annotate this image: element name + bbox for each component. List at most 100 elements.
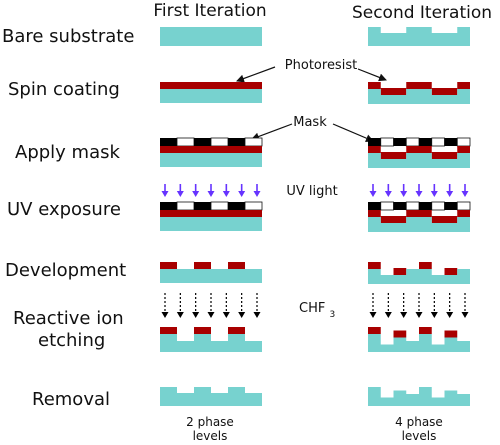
first-etch-arrow-head — [192, 312, 200, 318]
step-label-etching: etching — [38, 330, 105, 351]
first-uv-mask-segment — [160, 202, 177, 210]
first-uv-arrow-head — [176, 191, 184, 197]
first-removal-substrate — [160, 387, 262, 406]
second-uv-mask-segment — [456, 201, 471, 211]
second-etch-arrow-head — [430, 312, 438, 318]
first-uv-arrow-head — [207, 191, 215, 197]
second-spin-photoresist — [419, 82, 432, 89]
second-mask-photoresist — [406, 146, 419, 153]
second-uv-arrow-head — [400, 191, 408, 197]
first-mask-segment — [160, 138, 177, 146]
first-uv-photoresist — [160, 210, 262, 217]
second-uv-mask-segment — [368, 202, 381, 210]
mask-pointer-right — [332, 123, 374, 142]
first-mask-segment — [210, 137, 229, 147]
second-removal-substrate — [368, 387, 470, 406]
column-header-first-iteration: First Iteration — [153, 1, 266, 21]
second-dev-photoresist — [368, 262, 381, 269]
second-uv-photoresist — [393, 216, 407, 223]
second-uv-arrow-head — [415, 191, 423, 197]
first-dev-photoresist — [160, 262, 177, 269]
photoresist-pointer-left — [236, 66, 276, 83]
first-uv-mask-segment — [194, 202, 211, 210]
first-dev-substrate — [160, 269, 262, 283]
second-spin-photoresist — [406, 82, 419, 89]
first-uv-substrate — [160, 217, 262, 231]
first-uv-mask-segment — [244, 201, 263, 211]
second-etch-substrate — [368, 334, 470, 352]
first-spin-photoresist — [160, 82, 262, 89]
second-uv-mask-segment — [405, 201, 420, 211]
second-mask-photoresist — [431, 152, 445, 159]
annotation-photoresist: Photoresist — [285, 58, 357, 73]
second-mask-segment — [456, 137, 471, 147]
first-mask-segment — [244, 137, 263, 147]
step-label-reactive-ion: Reactive ion — [13, 308, 124, 329]
step-label-development: Development — [5, 260, 126, 281]
second-uv-photoresist — [431, 216, 445, 223]
first-etch-photoresist — [228, 327, 245, 334]
second-etch-arrow-head — [446, 312, 454, 318]
first-mask-segment — [228, 138, 245, 146]
first-uv-mask-segment — [228, 202, 245, 210]
second-etch-photoresist — [419, 327, 432, 334]
first-mask-segment — [176, 137, 195, 147]
second-uv-mask-segment — [431, 201, 445, 211]
second-bare-substrate — [368, 27, 470, 46]
footer-second-line1: 4 phase — [395, 415, 443, 429]
first-etch-arrow-head — [253, 312, 261, 318]
second-spin-photoresist — [368, 82, 381, 89]
second-mask-photoresist — [419, 146, 432, 153]
step-label-apply-mask: Apply mask — [15, 142, 120, 163]
first-uv-arrow-head — [192, 191, 200, 197]
second-uv-arrow-head — [461, 191, 469, 197]
second-uv-arrow-head — [446, 191, 454, 197]
second-mask-photoresist — [393, 152, 407, 159]
second-uv-mask-segment — [380, 201, 394, 211]
second-mask-photoresist — [380, 152, 394, 159]
second-uv-photoresist — [444, 216, 458, 223]
second-uv-arrow-head — [369, 191, 377, 197]
first-etch-photoresist — [160, 327, 177, 334]
first-spin-substrate — [160, 89, 262, 103]
second-spin-photoresist — [431, 88, 445, 95]
second-dev-photoresist — [419, 262, 432, 269]
first-etch-substrate — [160, 334, 262, 352]
second-uv-substrate — [368, 217, 470, 232]
second-spin-substrate — [368, 89, 470, 104]
second-etch-photoresist — [393, 330, 407, 338]
first-etch-arrow-head — [222, 312, 230, 318]
second-mask-segment — [405, 137, 420, 147]
first-etch-arrow-head — [207, 312, 215, 318]
first-uv-arrow-head — [238, 191, 246, 197]
second-uv-mask-segment — [419, 202, 432, 210]
second-mask-segment — [393, 138, 407, 146]
second-spin-photoresist — [393, 88, 407, 95]
step-label-uv-exposure: UV exposure — [7, 199, 121, 220]
process-graphics — [160, 27, 471, 406]
second-etch-arrow-head — [369, 312, 377, 318]
second-etch-arrow-head — [384, 312, 392, 318]
second-etch-arrow-head — [415, 312, 423, 318]
first-bare-substrate — [160, 27, 262, 46]
second-mask-photoresist — [444, 152, 458, 159]
column-header-second-iteration: Second Iteration — [352, 3, 492, 23]
mask-pointer-left — [251, 123, 293, 141]
second-mask-segment — [419, 138, 432, 146]
second-mask-segment — [444, 138, 458, 146]
photoresist-pointer-right — [357, 68, 387, 82]
first-mask-substrate — [160, 153, 262, 167]
second-etch-photoresist — [368, 327, 381, 334]
footer-second-line2: levels — [402, 429, 437, 443]
second-uv-photoresist — [406, 210, 419, 217]
second-dev-photoresist — [444, 268, 458, 275]
second-etch-arrow-head — [400, 312, 408, 318]
second-dev-substrate — [368, 269, 470, 284]
annotation-chf3: CHF 3 — [299, 301, 335, 320]
first-etch-arrow-head — [161, 312, 169, 318]
second-uv-photoresist — [419, 210, 432, 217]
second-spin-photoresist — [457, 82, 470, 89]
second-uv-photoresist — [380, 216, 394, 223]
second-uv-arrow-head — [430, 191, 438, 197]
first-uv-arrow-head — [161, 191, 169, 197]
